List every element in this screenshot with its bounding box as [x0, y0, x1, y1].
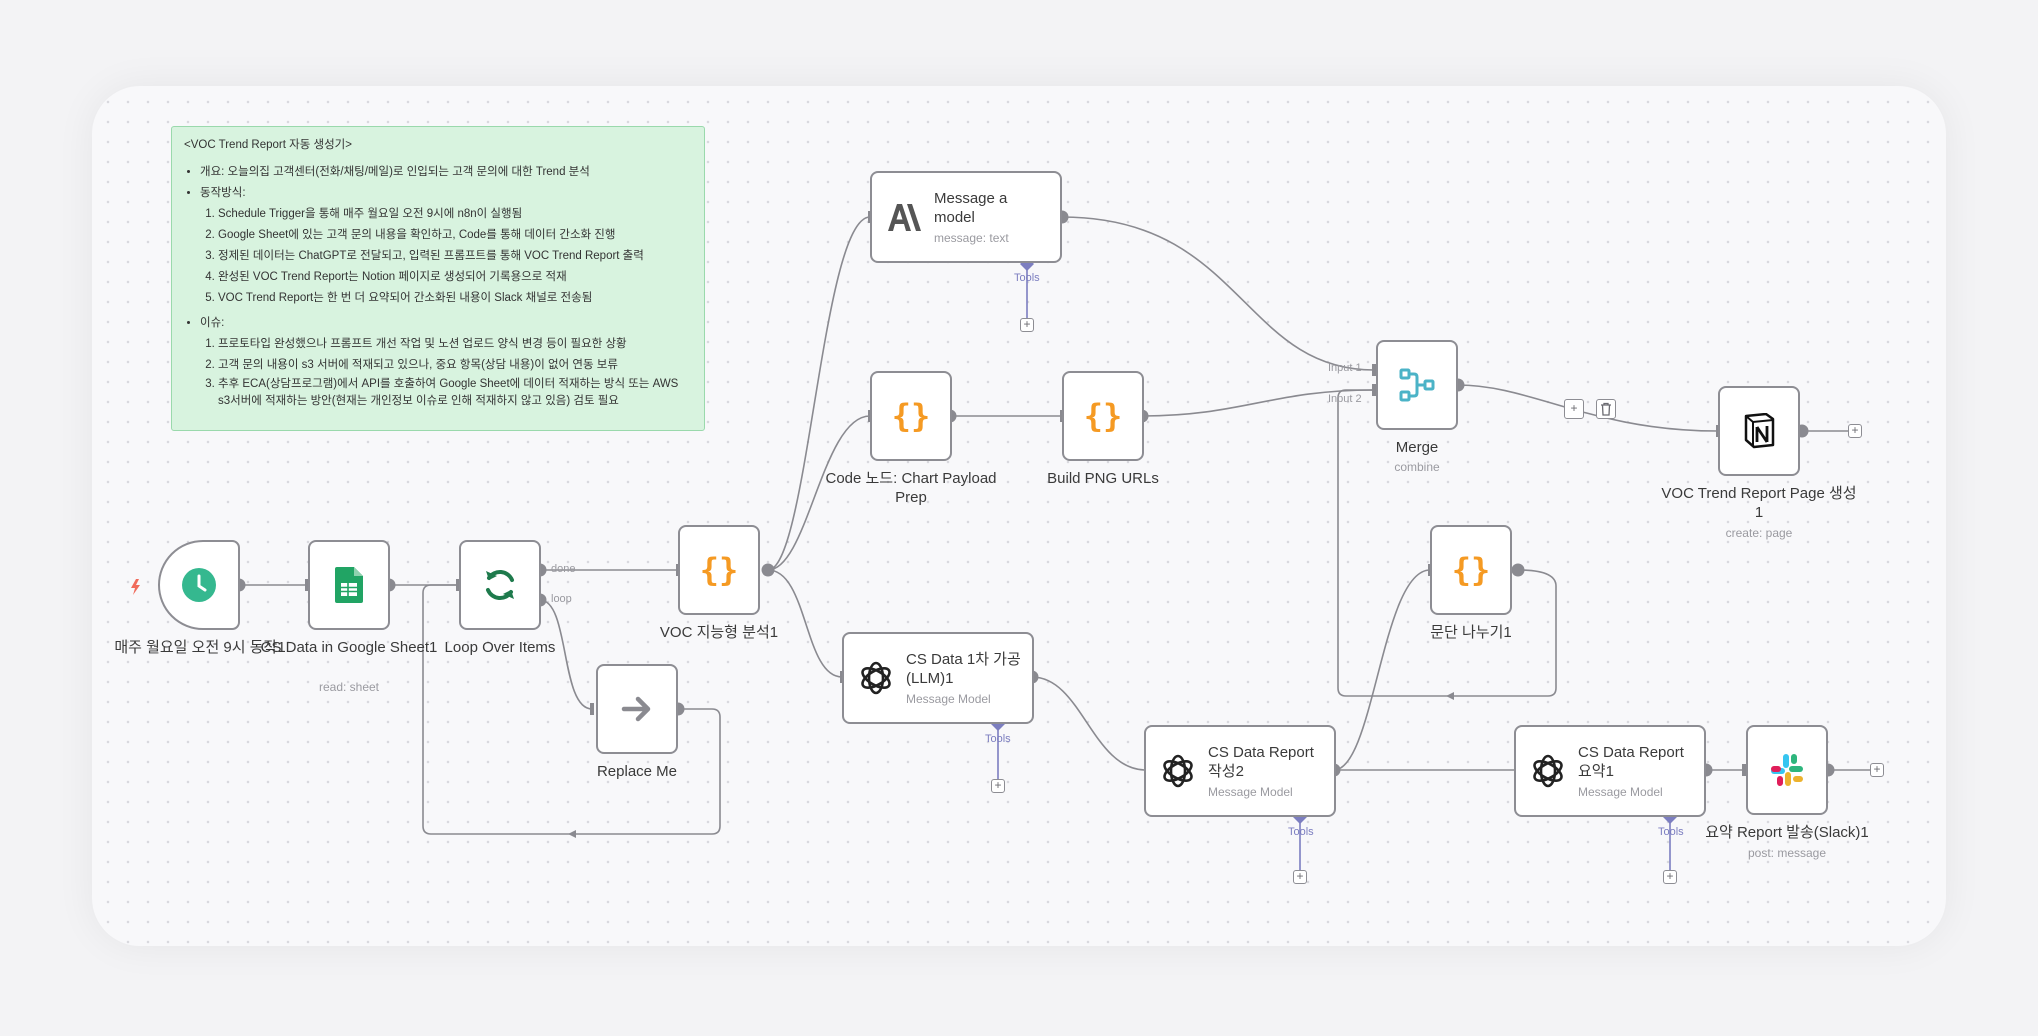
tools-label-report2: Tools [1288, 826, 1314, 838]
node-cs-report-summary[interactable]: CS Data Report 요약1 Message Model [1514, 725, 1706, 817]
svg-text:{}: {} [1084, 398, 1123, 434]
node-sub-cs1: Message Model [906, 692, 991, 706]
node-code-chart-payload[interactable]: {} [870, 371, 952, 461]
sticky-method-step: Google Sheet에 있는 고객 문의 내용을 확인하고, Code를 통… [218, 225, 692, 246]
node-merge[interactable] [1376, 340, 1458, 430]
clock-icon [181, 567, 217, 603]
add-tool-button-cs1[interactable]: + [991, 779, 1005, 793]
node-label-notion: VOC Trend Report Page 생성1 [1661, 485, 1857, 521]
node-title-report2: CS Data Report 작성2 [1208, 744, 1314, 780]
merge-input-2: Input 2 [1328, 393, 1362, 405]
node-sub-message: message: text [934, 231, 1009, 245]
node-loop-over-items[interactable] [459, 540, 541, 630]
node-label-code: Code 노드: Chart Payload Prep [825, 470, 997, 506]
connection-cs1-report2 [1031, 676, 1147, 771]
delete-connection-button[interactable] [1596, 399, 1616, 419]
node-label-loop: Loop Over Items [444, 639, 556, 656]
node-label-slack: 요약 Report 발송(Slack)1 [1705, 824, 1869, 841]
sticky-overview: 개요: 오늘의집 고객센터(전화/채팅/메일)로 인입되는 고객 문의에 대한 … [200, 162, 692, 183]
loop-icon [481, 566, 519, 604]
openai-icon [858, 660, 894, 696]
notion-icon [1742, 413, 1776, 449]
sticky-method-step: 정제된 데이터는 ChatGPT로 전달되고, 입력된 프롬프트를 통해 VOC… [218, 246, 692, 267]
node-title-cs1: CS Data 1차 가공 (LLM)1 [906, 651, 1021, 687]
slack-icon [1769, 752, 1805, 788]
tools-label-message: Tools [1014, 272, 1040, 284]
node-label-merge: Merge [1395, 439, 1439, 456]
node-label-voc: VOC 지능형 분석1 [659, 624, 779, 641]
node-title-message: Message a model [934, 190, 1008, 226]
node-replace-me[interactable] [596, 664, 678, 754]
node-label-sheets: CS Data in Google Sheet1 [260, 639, 438, 656]
connection-loop-replace [539, 599, 593, 710]
node-notion-page[interactable] [1718, 386, 1800, 476]
tools-label-cs1: Tools [985, 733, 1011, 745]
connection-merge-notion [1457, 384, 1719, 432]
node-voc-analysis[interactable]: {} [678, 525, 760, 615]
node-sub-merge: combine [1394, 460, 1440, 474]
node-sub-summary: Message Model [1578, 785, 1663, 799]
openai-icon [1160, 753, 1196, 789]
connection-message-merge [1061, 216, 1375, 371]
add-node-after-slack-button[interactable]: + [1870, 763, 1884, 777]
sticky-method-step: Schedule Trigger을 통해 매주 월요일 오전 9시에 n8n이 … [218, 204, 692, 225]
node-slack-post[interactable] [1746, 725, 1828, 815]
workflow-canvas[interactable]: <VOC Trend Report 자동 생성기> 개요: 오늘의집 고객센터(… [92, 86, 1946, 946]
connection-split-merge [1337, 389, 1557, 697]
trigger-bolt-icon [131, 579, 140, 595]
sticky-issue-step: 추후 ECA(상담프로그램)에서 API를 호출하여 Google Sheet에… [218, 376, 692, 410]
node-cs-data-llm[interactable]: CS Data 1차 가공 (LLM)1 Message Model [842, 632, 1034, 724]
code-braces-icon: {} [1083, 398, 1123, 434]
node-google-sheets[interactable] [308, 540, 390, 630]
node-schedule-trigger[interactable] [158, 540, 240, 630]
add-node-after-notion-button[interactable]: + [1848, 424, 1862, 438]
loop-output-loop: loop [551, 593, 572, 605]
sticky-method-step: 완성된 VOC Trend Report는 Notion 페이지로 생성되어 기… [218, 267, 692, 288]
connection-voc-code [767, 415, 871, 571]
connection-voc-cs1 [767, 569, 843, 678]
node-sub-notion: create: page [1725, 526, 1793, 540]
svg-text:{}: {} [1452, 552, 1491, 588]
node-sub-report2: Message Model [1208, 785, 1293, 799]
node-title-summary: CS Data Report 요약1 [1578, 744, 1684, 780]
node-label-replace: Replace Me [596, 763, 678, 780]
connection-png-merge [1141, 389, 1375, 417]
node-cs-report-write[interactable]: CS Data Report 작성2 Message Model [1144, 725, 1336, 817]
code-braces-icon: {} [1451, 552, 1491, 588]
node-split-paragraphs[interactable]: {} [1430, 525, 1512, 615]
add-tool-button-report2[interactable]: + [1293, 870, 1307, 884]
svg-text:{}: {} [700, 552, 739, 588]
sticky-note[interactable]: <VOC Trend Report 자동 생성기> 개요: 오늘의집 고객센터(… [171, 126, 705, 431]
add-tool-button-summary[interactable]: + [1663, 870, 1677, 884]
node-label-split: 문단 나누기1 [1430, 624, 1512, 641]
node-sub-slack: post: message [1747, 846, 1827, 860]
add-tool-button-message[interactable]: + [1020, 318, 1034, 332]
merge-icon [1398, 366, 1436, 404]
node-message-a-model[interactable]: Message a model message: text [870, 171, 1062, 263]
node-sub-sheets: read: sheet [318, 680, 380, 694]
sticky-title: <VOC Trend Report 자동 생성기> [184, 139, 352, 151]
sticky-issue-step: 고객 문의 내용이 s3 서버에 적재되고 있으나, 중요 항목(상담 내용)이… [218, 355, 692, 376]
sticky-method-label: 동작방식: [200, 187, 246, 199]
svg-text:{}: {} [892, 398, 931, 434]
loop-output-done: done [551, 563, 576, 575]
node-label-png: Build PNG URLs [1047, 470, 1159, 487]
sticky-issue-label: 이슈: [200, 317, 225, 329]
sticky-method-step: VOC Trend Report는 한 번 더 요약되어 간소화된 내용이 Sl… [218, 288, 692, 309]
connection-voc-message [767, 216, 871, 571]
connection-report2-split [1333, 569, 1431, 771]
openai-icon [1530, 753, 1566, 789]
anthropic-icon [886, 202, 922, 232]
code-braces-icon: {} [891, 398, 931, 434]
sticky-issue-step: 프로토타입 완성했으나 프롬프트 개선 작업 및 노션 업로드 양식 변경 등이… [218, 334, 692, 355]
code-braces-icon: {} [699, 552, 739, 588]
arrow-right-icon [619, 691, 655, 727]
trash-icon [1601, 402, 1611, 416]
node-label-trigger: 매주 월요일 오전 9시 동작1 [114, 639, 286, 656]
google-sheets-icon [335, 567, 363, 603]
merge-input-1: Input 1 [1328, 362, 1362, 374]
add-node-on-connection-button[interactable]: + [1564, 399, 1584, 419]
tools-label-summary: Tools [1658, 826, 1684, 838]
node-build-png-urls[interactable]: {} [1062, 371, 1144, 461]
